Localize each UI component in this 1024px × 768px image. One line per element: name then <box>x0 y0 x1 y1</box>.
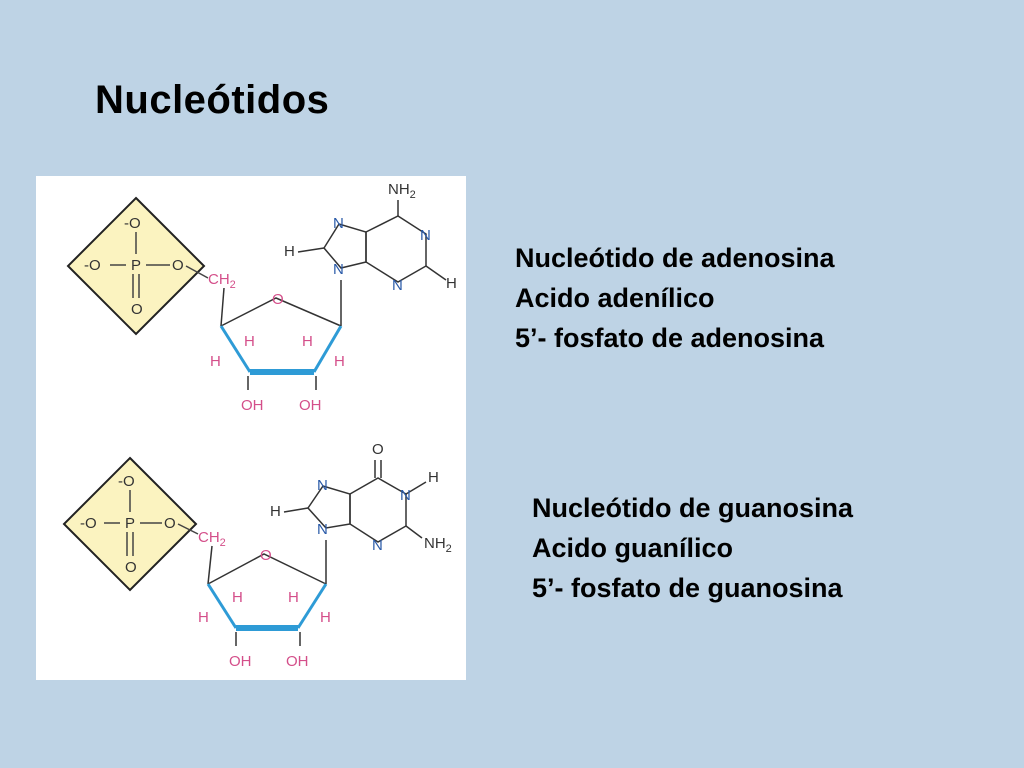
base-nitrogen: N <box>372 537 383 554</box>
purine-five-ring <box>323 223 367 269</box>
description-line: 5’- fosfato de adenosina <box>515 323 825 353</box>
ch2-label: CH2 <box>208 271 236 291</box>
hydroxyl-left: OH <box>241 397 264 414</box>
phosphate-o-bottom: O <box>131 301 143 318</box>
slide-title: Nucleótidos <box>95 78 330 122</box>
phosphate-group <box>62 456 198 592</box>
base-nitrogen: N <box>333 261 344 278</box>
structure-figure: -O -O P O O CH2 O H H H H OH OH N <box>36 176 466 680</box>
base-nitrogen: N <box>400 487 411 504</box>
phosphate-o-bottom: O <box>125 559 137 576</box>
h-label: H <box>288 589 299 606</box>
phosphate-o-right: O <box>164 515 176 532</box>
base-nitrogen: N <box>420 227 431 244</box>
ring-oxygen: O <box>260 547 272 564</box>
guanosine-structure: -O -O P O O CH2 O H H H H OH OH O <box>62 441 452 670</box>
ch2-label: CH2 <box>198 529 226 549</box>
base-hydrogen: H <box>428 469 439 486</box>
phosphate-o-left: -O <box>80 515 97 532</box>
phosphate-group <box>66 196 206 336</box>
phosphate-o-right: O <box>172 257 184 274</box>
h-label: H <box>334 353 345 370</box>
hydroxyl-right: OH <box>299 397 322 414</box>
base-hydrogen: H <box>270 503 281 520</box>
description-line: 5’- fosfato de guanosina <box>532 573 843 603</box>
base-nitrogen: N <box>392 277 403 294</box>
description-line: Acido guanílico <box>532 533 734 563</box>
hydroxyl-right: OH <box>286 653 309 670</box>
h-label: H <box>210 353 221 370</box>
description-line: Nucleótido de guanosina <box>532 493 854 523</box>
base-amine: NH2 <box>388 181 416 201</box>
description-line: Acido adenílico <box>515 283 715 313</box>
phosphate-o-top: -O <box>124 215 141 232</box>
h-label: H <box>244 333 255 350</box>
h-label: H <box>320 609 331 626</box>
h-label: H <box>302 333 313 350</box>
base-nitrogen: N <box>333 215 344 232</box>
base-nitrogen: N <box>317 477 328 494</box>
phosphate-o-left: -O <box>84 257 101 274</box>
base-hydrogen: H <box>284 243 295 260</box>
purine-five-ring <box>307 485 351 529</box>
base-nitrogen: N <box>317 521 328 538</box>
ribose-ring <box>220 297 342 327</box>
phosphate-p: P <box>131 257 141 274</box>
ribose-ring <box>207 553 327 585</box>
guanosine-description: Nucleótido de guanosina Acido guanílico … <box>532 488 853 608</box>
adenosine-description: Nucleótido de adenosina Acido adenílico … <box>515 238 835 358</box>
adenosine-structure: -O -O P O O CH2 O H H H H OH OH N <box>66 181 457 414</box>
base-hydrogen: H <box>446 275 457 292</box>
hydroxyl-left: OH <box>229 653 252 670</box>
phosphate-o-top: -O <box>118 473 135 490</box>
base-amine: NH2 <box>424 535 452 555</box>
purine-six-ring <box>365 215 427 283</box>
base-oxygen: O <box>372 441 384 458</box>
phosphate-p: P <box>125 515 135 532</box>
h-label: H <box>232 589 243 606</box>
h-label: H <box>198 609 209 626</box>
ring-oxygen: O <box>272 291 284 308</box>
purine-six-ring <box>349 477 407 543</box>
description-line: Nucleótido de adenosina <box>515 243 835 273</box>
